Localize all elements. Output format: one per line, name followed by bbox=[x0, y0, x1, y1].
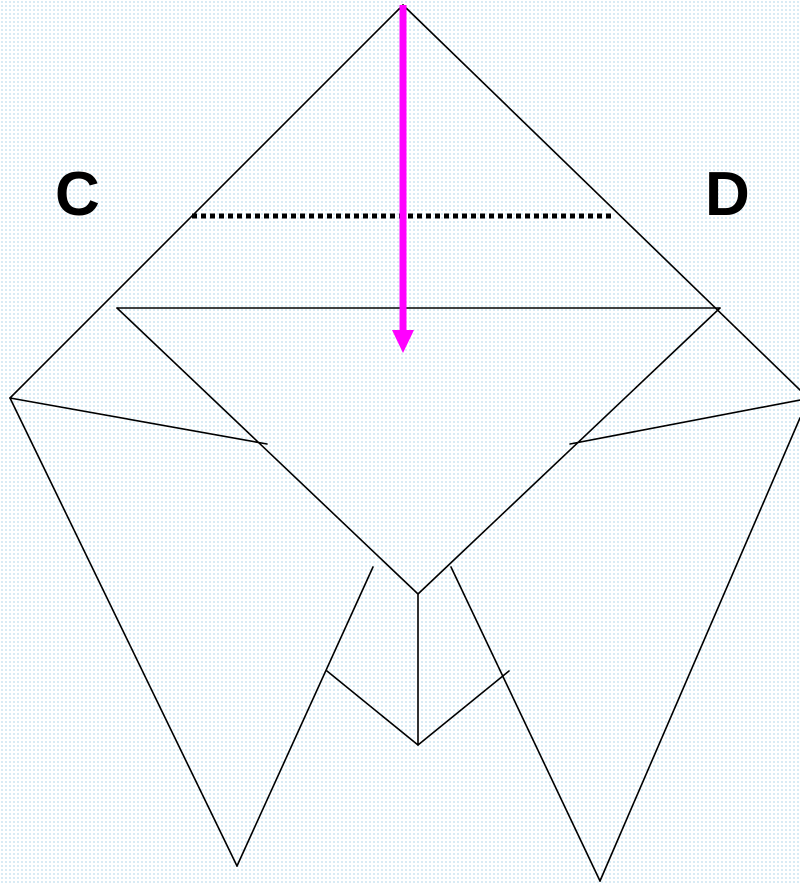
flap-left-edge bbox=[116, 307, 419, 595]
flap-right-edge bbox=[417, 307, 721, 595]
center-right-crease bbox=[417, 670, 510, 746]
down-arrow-icon bbox=[392, 5, 414, 353]
right-leg-inner-edge bbox=[450, 566, 601, 882]
center-creases bbox=[326, 593, 510, 746]
arrow-head bbox=[392, 330, 414, 353]
corner-label-c: C bbox=[55, 160, 100, 229]
side-creases bbox=[9, 397, 800, 445]
inner-flap bbox=[116, 307, 721, 595]
corner-label-d: D bbox=[705, 160, 750, 229]
left-crease bbox=[9, 397, 268, 445]
top-right-edge bbox=[402, 4, 800, 391]
left-outer-edge bbox=[9, 397, 238, 867]
right-crease bbox=[569, 399, 800, 445]
paper-outline bbox=[9, 4, 800, 882]
right-outer-edge bbox=[599, 417, 800, 882]
top-left-edge bbox=[9, 4, 404, 399]
center-left-crease bbox=[326, 670, 419, 746]
left-leg-inner-edge bbox=[236, 566, 374, 867]
